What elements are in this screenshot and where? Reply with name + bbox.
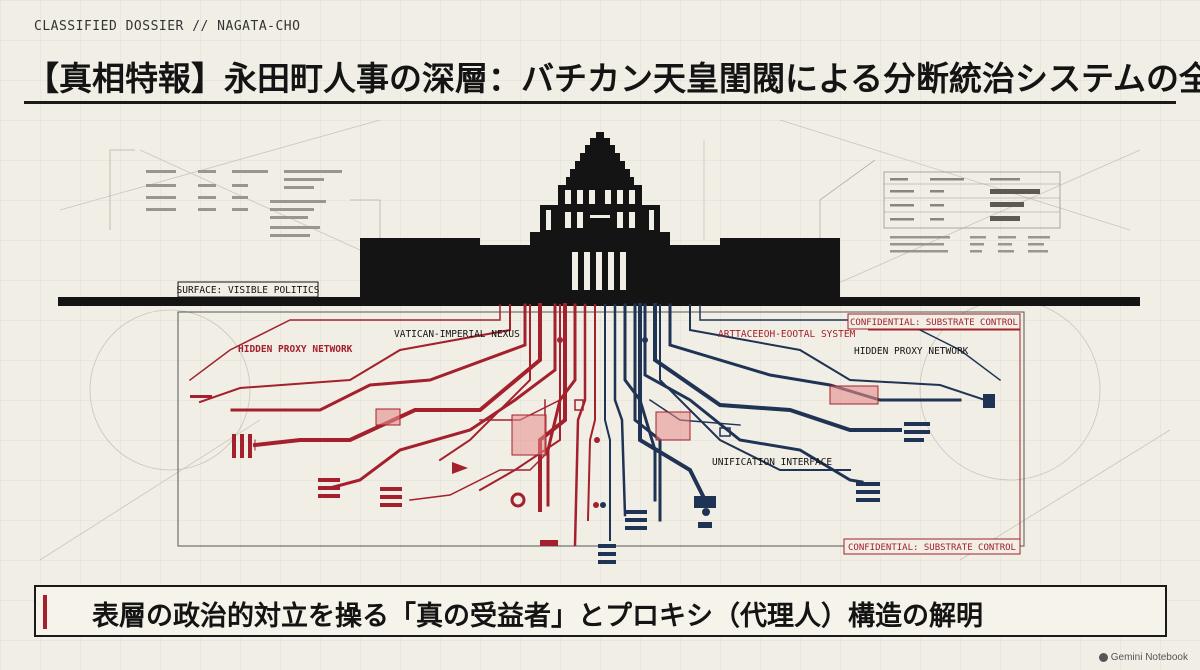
proxy-right-label: HIDDEN PROXY NETWORK: [854, 346, 969, 357]
navy-endpoint-glyphs: [598, 394, 995, 564]
notebook-logo-icon: [1098, 653, 1108, 662]
title-rule: [24, 101, 1176, 104]
surface-label: SURFACE: VISIBLE POLITICS: [177, 285, 320, 296]
network-nodes: [510, 337, 731, 516]
red-network: [188, 303, 596, 547]
confidential-frame: [868, 329, 1021, 541]
right-data-panel: [819, 159, 1061, 253]
subtitle-box: 表層の政治的対立を操る「真の受益者」とプロキシ（代理人）構造の解明: [34, 585, 1167, 637]
unification-label: UNIFICATION INTERFACE: [712, 457, 832, 468]
background-guides: [39, 119, 1171, 561]
proxy-left-label: HIDDEN PROXY NETWORK: [238, 344, 353, 355]
highlight-boxes: [375, 385, 879, 456]
nexus-right-label: ARTTACEEOH-EOOTAL SYSTEM: [718, 329, 856, 340]
header-label: CLASSIFIED DOSSIER // NAGATA-CHO: [34, 19, 301, 34]
page-title: 【真相特報】永田町人事の深層：バチカン天皇閨閥による分断統治システムの全貌: [26, 59, 1200, 98]
subtitle: 表層の政治的対立を操る「真の受益者」とプロキシ（代理人）構造の解明: [92, 601, 983, 632]
left-data-panel: [109, 149, 381, 250]
brand-name: Gemini Notebook: [1110, 652, 1188, 663]
building-windows: [546, 190, 654, 290]
confidential-top-box: [847, 313, 1021, 330]
confidential-top-label: CONFIDENTIAL: SUBSTRATE CONTROL: [850, 318, 1018, 328]
confidential-bottom-label: CONFIDENTIAL: SUBSTRATE CONTROL: [848, 543, 1016, 553]
subtitle-accent-mark: [43, 595, 47, 629]
nexus-left-label: VATICAN-IMPERIAL NEXUS: [394, 329, 520, 340]
navy-network: [604, 303, 1002, 541]
red-endpoint-glyphs: [190, 395, 558, 546]
surface-label-box: [177, 281, 319, 298]
brand-watermark: Gemini Notebook: [1098, 652, 1188, 663]
ground-line: [58, 297, 1140, 306]
confidential-bottom-box: [843, 538, 1021, 555]
